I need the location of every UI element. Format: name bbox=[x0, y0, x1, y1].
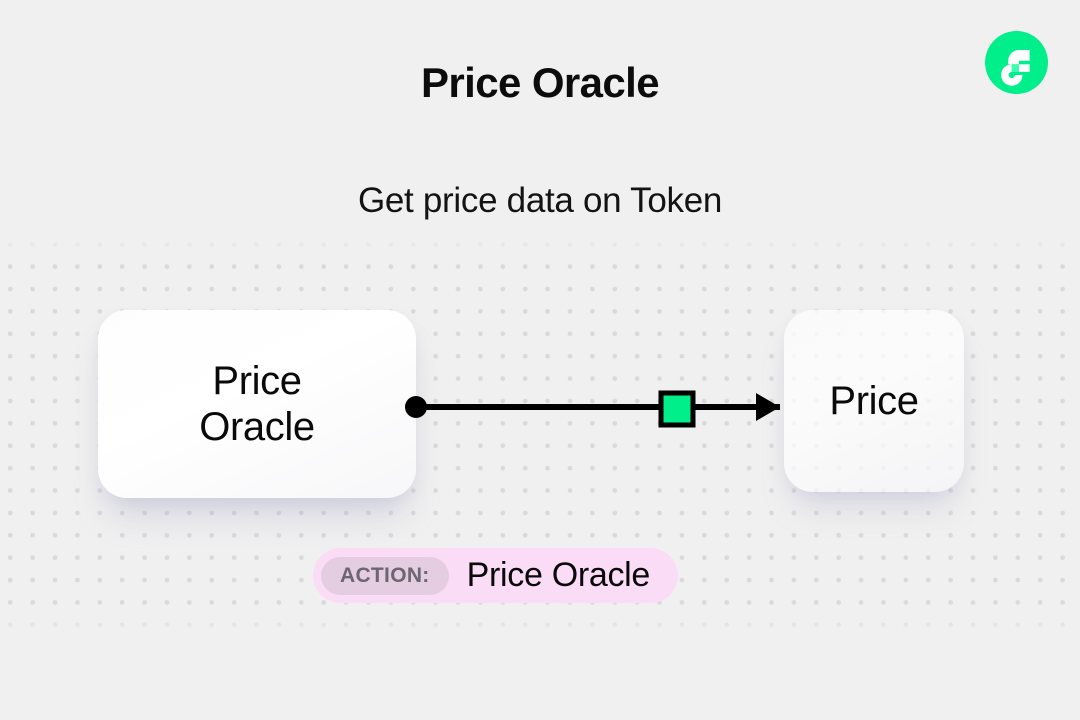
connector-arrowhead-icon bbox=[756, 393, 780, 421]
connector-green-square-icon bbox=[658, 390, 696, 428]
node-source-label-line1: Price bbox=[212, 358, 302, 403]
node-target-label: Price bbox=[829, 378, 919, 423]
page-title: Price Oracle bbox=[421, 59, 660, 106]
node-source-label-line2: Oracle bbox=[199, 405, 315, 449]
page-subtitle: Get price data on Token bbox=[357, 181, 723, 220]
flow-logo-icon bbox=[985, 31, 1048, 94]
action-value-label: Price Oracle bbox=[466, 556, 651, 594]
connector-edge bbox=[405, 390, 780, 428]
node-card-price-oracle[interactable]: Price Oracle bbox=[98, 310, 416, 498]
action-key-pill: ACTION: bbox=[321, 556, 449, 595]
node-card-price[interactable]: Price bbox=[784, 310, 964, 492]
node-source-text: Price Oracle bbox=[199, 358, 315, 451]
action-badge[interactable]: ACTION: Price Oracle bbox=[313, 548, 679, 603]
